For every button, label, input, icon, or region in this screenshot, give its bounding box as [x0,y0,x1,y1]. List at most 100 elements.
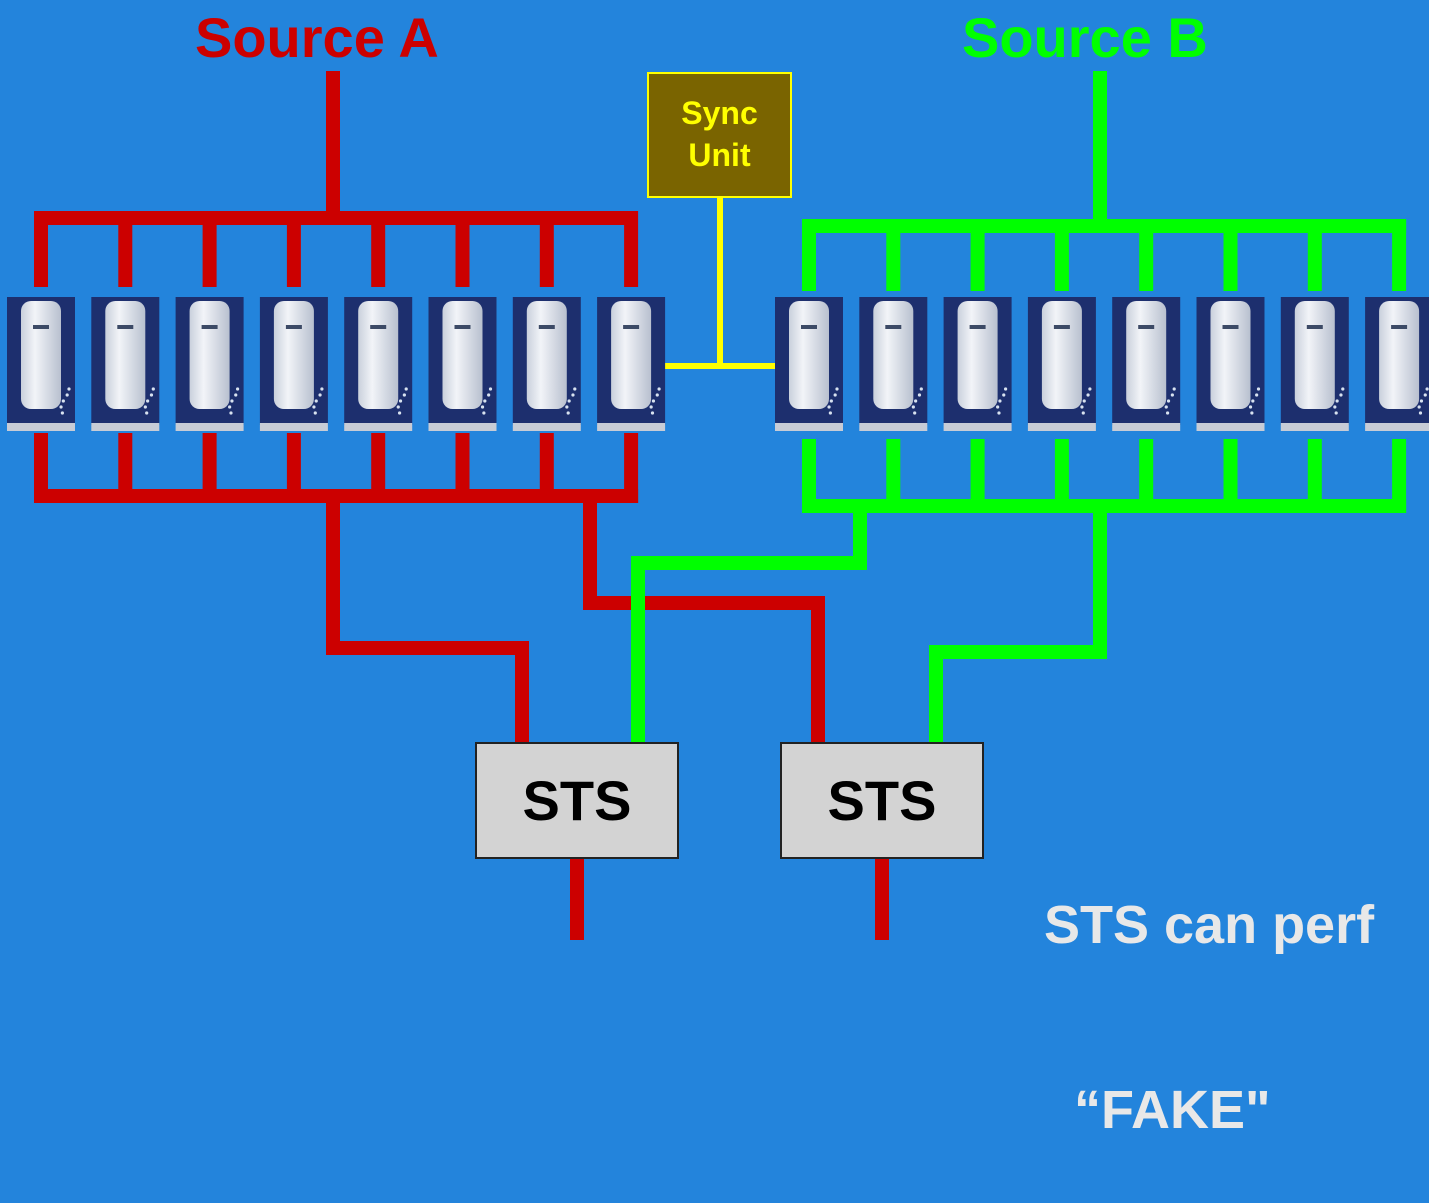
ups-decor-dot [1166,399,1171,403]
source-b-title: Source B [962,6,1208,69]
sts-box-2: STS [780,742,984,859]
ups-decor-dot [482,411,486,415]
ups-decor-dot [917,393,922,397]
sync-link-wiring [665,195,776,369]
ups-decor-dot [1341,387,1345,391]
ups-decor-dot [61,399,65,403]
source-a-to-sts-2 [583,489,825,749]
ups-decor-dot [997,411,1001,415]
ups-decor-dot [1339,393,1343,397]
ups-decor-dot [573,387,577,391]
ups-decor-dot [1164,405,1168,409]
ups-decor-dot [151,387,155,391]
source-b-ups-unit-2 [859,297,928,431]
ups-decor-dot [1250,411,1254,415]
ups-decor-dot [1251,399,1255,403]
ups-decor-dot [1081,411,1085,415]
ups-display [285,325,302,329]
source-a-wiring [34,71,889,940]
ups-decor-dot [833,393,837,397]
ups-decor-dot [1248,405,1253,409]
ups-decor-dot [1170,393,1174,397]
ups-decor-dot [229,411,233,415]
ups-decor-dot [318,393,322,397]
ups-decor-dot [230,399,234,403]
source-a-ups-unit-3 [175,297,244,431]
source-b-ups-unit-1 [775,297,843,431]
ups-front-panel [273,301,314,409]
ups-base-grille [597,423,666,431]
ups-decor-dot [228,405,232,409]
ups-display [454,325,471,329]
ups-decor-dot [567,399,571,403]
source-a-ups-unit-6 [428,297,497,431]
ups-display [201,325,218,329]
ups-decor-dot [236,387,240,391]
ups-front-panel [789,301,829,409]
ups-front-panel [526,301,567,409]
ups-decor-dot [1004,387,1008,391]
ups-display [1306,325,1323,329]
ups-decor-dot [1423,393,1427,397]
ups-front-panel [611,301,652,409]
source-a-ups-unit-2 [91,297,160,431]
ups-decor-dot [65,393,69,397]
ups-decor-dot [566,411,570,415]
ups-front-panel [1294,301,1335,409]
ups-display [370,325,387,329]
ups-display [801,325,817,329]
ups-base-grille [1365,423,1429,431]
ups-base-grille [175,423,244,431]
ups-display [1391,325,1408,329]
ups-base-grille [1280,423,1349,431]
ups-base-grille [512,423,581,431]
source-a-title: Source A [195,6,439,69]
ups-display [1222,325,1239,329]
ups-decor-dot [998,399,1002,403]
ups-front-panel [1379,301,1420,409]
source-b-ups-bank [775,297,1429,431]
ups-decor-dot [402,393,406,397]
ups-base-grille [1112,423,1181,431]
ups-front-panel [442,301,483,409]
ups-decor-dot [827,405,831,409]
ups-base-grille [428,423,497,431]
ups-decor-dot [913,411,917,415]
ups-display [623,325,640,329]
ups-front-panel [1126,301,1167,409]
ups-base-grille [7,423,75,431]
ups-decor-dot [1165,411,1170,415]
sts-note: STS can perf “FAKE" [1044,772,1374,1203]
source-b-ups-unit-7 [1280,297,1349,431]
ups-front-panel [21,301,61,409]
source-b-wiring [631,71,1407,749]
ups-front-panel [873,301,914,409]
source-b-ups-unit-5 [1112,297,1181,431]
ups-front-panel [957,301,998,409]
source-a-ups-unit-5 [344,297,413,431]
ups-decor-dot [59,405,63,409]
ups-decor-dot [914,399,918,403]
ups-decor-dot [1255,393,1259,397]
ups-base-grille [344,423,413,431]
ups-decor-dot [234,393,238,397]
ups-front-panel [358,301,399,409]
ups-decor-dot [487,393,491,397]
source-b-to-sts-1 [631,499,867,749]
ups-display [538,325,555,329]
ups-decor-dot [650,411,655,415]
sts-box-1: STS [475,742,679,859]
ups-front-panel [189,301,230,409]
ups-front-panel [1041,301,1082,409]
ups-decor-dot [60,411,64,415]
source-a-ups-unit-1 [7,297,75,431]
ups-decor-dot [1417,405,1421,409]
ups-display [1053,325,1070,329]
ups-decor-dot [314,399,318,403]
ups-decor-dot [67,387,71,391]
ups-decor-dot [835,387,839,391]
ups-decor-dot [1335,399,1339,403]
ups-base-grille [775,423,843,431]
ups-decor-dot [1002,393,1006,397]
ups-decor-dot [1333,405,1337,409]
